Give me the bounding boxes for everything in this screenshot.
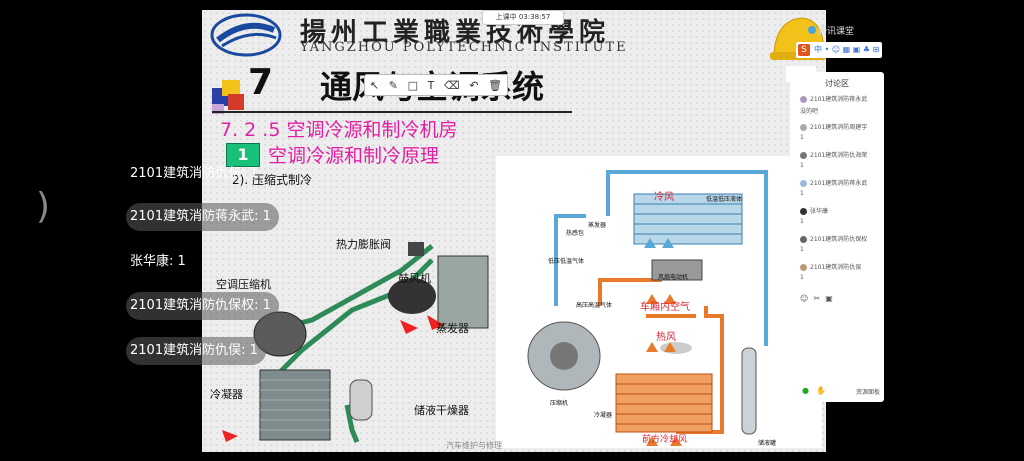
panel-item: 2101建筑消防仇保权 — [800, 234, 867, 243]
panel-bottom-bar[interactable]: ● ✋ 资源面板 — [790, 384, 884, 400]
chat-message: 2101建筑消防仇保权: 1 — [126, 292, 279, 320]
pen-icon[interactable]: ✎ — [388, 78, 398, 92]
toolbar-icons[interactable]: 中 • ☺ ▦ ▣ ♣ ⊞ — [814, 45, 880, 54]
resource-label[interactable]: 资源面板 — [856, 389, 881, 396]
chapter-number: 7 — [248, 62, 274, 103]
presentation-slide: 揚州工業職業技術學院 YANGZHOU POLYTECHNIC INSTITUT… — [202, 10, 826, 452]
class-timer: 上课中 03:38:57 — [482, 10, 564, 25]
panel-title: 讨论区 — [825, 79, 849, 88]
label-blower: 鼓风机 — [398, 272, 431, 285]
hand-icon[interactable]: ✋ — [816, 386, 826, 395]
panel-tools[interactable]: ☺ ✂ ▣ — [800, 294, 833, 303]
avatar — [800, 180, 807, 187]
label-high-pressure-gas: 高压高温气体 — [576, 302, 613, 309]
compression-refrigeration-diagram: 热力膨胀阀 空调压缩机 鼓风机 蒸发器 冷凝器 储液干燥器 — [202, 180, 502, 452]
avatar — [800, 96, 807, 103]
input-method-bar[interactable]: S 中 • ☺ ▦ ▣ ♣ ⊞ — [796, 42, 882, 58]
rect-icon[interactable]: □ — [407, 78, 418, 92]
undo-icon[interactable]: ↶ — [469, 78, 479, 92]
ac-cycle-pipes — [496, 156, 822, 448]
section-heading: 7. 2 .5 空调冷源和制冷机房 — [220, 119, 458, 141]
panel-item: 2101建筑消防周建宇 — [800, 122, 867, 131]
panel-item: 张华康 — [800, 206, 828, 215]
refrigeration-pipes — [222, 242, 489, 443]
sogou-icon[interactable]: S — [798, 44, 810, 56]
panel-item-text: 1 — [800, 162, 804, 169]
label-condenser: 冷凝器 — [210, 388, 243, 401]
panel-item-text: 1 — [800, 134, 804, 141]
label-hot-air: 热风 — [656, 332, 676, 343]
decorative-squares — [212, 80, 244, 114]
panel-item: 2101建筑消防蒋永武 — [800, 94, 867, 103]
label-compressor: 空调压缩机 — [216, 278, 271, 291]
label-low-pressure-gas: 低压低温气体 — [548, 258, 585, 265]
avatar — [800, 124, 807, 131]
app-brand: 腾讯课堂 — [808, 24, 854, 37]
label-thermo-bulb: 热感包 — [566, 230, 585, 237]
label-evaporator-r: 蒸发器 — [588, 222, 607, 229]
text-icon[interactable]: T — [427, 78, 435, 92]
car-ac-cycle-diagram: 冷风 车厢内空气 热风 前方冷却风 低温低压液体 蒸发器 热感包 低压低温气体 … — [446, 156, 822, 450]
pointer-icon[interactable]: ↖ — [369, 78, 380, 92]
brand-dot-icon — [808, 26, 816, 34]
label-evaporator: 蒸发器 — [436, 322, 469, 335]
chat-message: 2101建筑消防仇伍: 1 — [130, 166, 258, 181]
mic-icon[interactable]: ● — [802, 386, 809, 395]
panel-item-text: 1 — [800, 190, 804, 197]
annotation-toolbar[interactable]: ↖ ✎ □ T ⌫ ↶ 🗑 — [364, 74, 508, 96]
label-expansion-valve: 热力膨胀阀 — [336, 238, 391, 251]
discussion-panel: 讨论区 2101建筑消防蒋永武 没的吧 2101建筑消防周建宇 1 2101建筑… — [790, 72, 884, 402]
emoji-icon[interactable]: ☺ — [800, 294, 809, 303]
label-cold-air: 冷风 — [654, 192, 674, 203]
label-condenser-r: 冷凝器 — [594, 412, 613, 419]
label-receiver-r: 储液罐 — [758, 440, 777, 447]
delete-icon[interactable]: 🗑 — [488, 78, 503, 92]
subsubsection-title: 2). 压缩式制冷 — [232, 173, 312, 187]
subsection-number: 1 — [226, 143, 260, 167]
image-icon[interactable]: ▣ — [825, 294, 833, 303]
label-fan-motor: 风扇电动机 — [658, 274, 689, 281]
label-cabin-air: 车厢内空气 — [640, 302, 690, 313]
chat-message: 2101建筑消防仇俣: 1 — [126, 337, 266, 365]
label-compressor-r: 压缩机 — [550, 400, 569, 407]
panel-item: 2101建筑消防蒋永武 — [800, 178, 867, 187]
scroll-edge-icon: ) — [36, 186, 51, 227]
title-divider — [212, 111, 572, 113]
label-receiver: 储液干燥器 — [414, 404, 469, 417]
eraser-icon[interactable]: ⌫ — [444, 78, 460, 92]
scissors-icon[interactable]: ✂ — [813, 294, 821, 303]
label-low-temp-liquid: 低温低压液体 — [706, 196, 743, 203]
chat-message: 2101建筑消防蒋永武: 1 — [126, 203, 279, 231]
panel-item: 2101建筑消防仇海荣 — [800, 150, 867, 159]
panel-item-text: 1 — [800, 218, 804, 225]
panel-item-text: 1 — [800, 274, 804, 281]
subsection-title: 空调冷源和制冷原理 — [268, 145, 440, 167]
diagram-watermark: 汽车维护与修理 — [446, 441, 502, 450]
label-front-cooling-air: 前方冷却风 — [642, 435, 688, 445]
chat-message: 张华康: 1 — [130, 254, 186, 269]
panel-item: 2101建筑消防仇俣 — [800, 262, 861, 271]
school-logo-icon — [210, 13, 282, 57]
panel-item-text: 1 — [800, 246, 804, 253]
avatar — [800, 264, 807, 271]
avatar — [800, 236, 807, 243]
avatar — [800, 152, 807, 159]
avatar — [800, 208, 807, 215]
school-name-en: YANGZHOU POLYTECHNIC INSTITUTE — [300, 40, 628, 55]
panel-item-text: 没的吧 — [800, 108, 819, 115]
